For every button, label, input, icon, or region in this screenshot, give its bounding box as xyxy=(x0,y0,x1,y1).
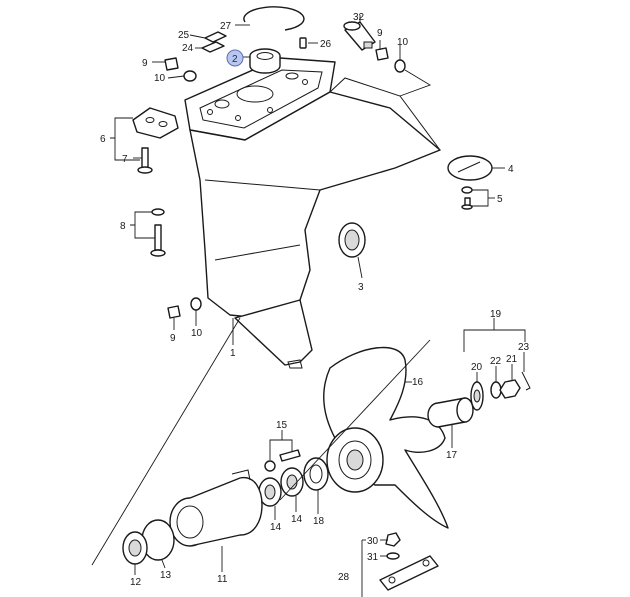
nut-30 xyxy=(385,532,401,547)
callout-4: 4 xyxy=(508,164,514,175)
washer-5 xyxy=(461,186,473,194)
callout-10-top-right: 10 xyxy=(397,37,409,48)
callout-27: 27 xyxy=(220,21,232,32)
callout-1: 1 xyxy=(230,348,236,359)
oil-seal-12 xyxy=(122,531,148,565)
callout-9-top-right: 9 xyxy=(377,28,383,39)
callout-18: 18 xyxy=(313,516,325,527)
washer-15 xyxy=(264,460,276,472)
callout-31: 31 xyxy=(367,552,379,563)
bearing-14-left xyxy=(258,477,282,507)
callout-13: 13 xyxy=(160,570,172,581)
washer-10-top-left xyxy=(183,70,197,82)
oil-seal-3 xyxy=(338,222,366,258)
callout-14-right: 14 xyxy=(291,514,303,525)
bolt-7 xyxy=(137,147,153,174)
callout-17: 17 xyxy=(446,450,458,461)
bolt-8 xyxy=(150,224,166,257)
callout-15: 15 xyxy=(276,420,288,431)
leader-lines xyxy=(91,15,526,597)
key-24 xyxy=(201,41,225,53)
callout-14-left: 14 xyxy=(270,522,282,533)
callout-21: 21 xyxy=(506,354,518,365)
callout-25: 25 xyxy=(178,30,190,41)
callout-10-top-left: 10 xyxy=(154,73,166,84)
callout-9-top-left: 9 xyxy=(142,58,148,69)
bearing-housing-11 xyxy=(169,469,263,547)
anode-4 xyxy=(447,155,493,181)
plug-32 xyxy=(343,21,376,51)
callout-12: 12 xyxy=(130,577,142,588)
callout-26: 26 xyxy=(320,39,332,50)
callout-23: 23 xyxy=(518,342,530,353)
callout-5: 5 xyxy=(497,194,503,205)
callout-19: 19 xyxy=(490,309,502,320)
key-25 xyxy=(204,31,227,43)
bearing-14-right xyxy=(280,467,304,497)
callout-32: 32 xyxy=(353,12,365,23)
callout-6: 6 xyxy=(100,134,106,145)
thrust-washer-18 xyxy=(303,457,329,491)
washer-20 xyxy=(470,381,484,411)
callout-30: 30 xyxy=(367,536,379,547)
callout-28: 28 xyxy=(338,572,350,583)
washer-8 xyxy=(151,208,165,216)
callout-10-lower-left: 10 xyxy=(191,328,203,339)
washer-10-top-right xyxy=(394,59,406,73)
nut-21 xyxy=(499,379,521,399)
callout-2-highlight[interactable]: 2 xyxy=(226,49,244,67)
rubber-mount-6 xyxy=(132,107,179,139)
screw-9-top-right xyxy=(375,47,389,61)
callout-9-lower-left: 9 xyxy=(170,333,176,344)
screw-15 xyxy=(279,449,301,462)
washer-10-lower-left xyxy=(190,297,202,311)
callout-3: 3 xyxy=(358,282,364,293)
callout-2[interactable]: 2 xyxy=(232,54,238,65)
bracket-28 xyxy=(379,555,439,591)
callout-20: 20 xyxy=(471,362,483,373)
callout-7: 7 xyxy=(122,154,128,165)
spacer-17 xyxy=(427,397,474,428)
propeller-16 xyxy=(323,346,449,529)
callout-8: 8 xyxy=(120,221,126,232)
pin-26 xyxy=(299,37,307,49)
screw-9-lower-left xyxy=(167,305,181,319)
callout-11: 11 xyxy=(217,574,228,585)
washer-31 xyxy=(386,552,400,560)
gearcase-housing xyxy=(184,57,441,369)
circlip-27 xyxy=(243,6,305,31)
screw-9-top-left xyxy=(164,57,179,71)
screw-5 xyxy=(461,197,473,210)
callout-24: 24 xyxy=(182,43,194,54)
bearing-2 xyxy=(249,48,281,74)
callout-16: 16 xyxy=(412,377,424,388)
cotter-pin-23 xyxy=(521,371,531,391)
callout-labels: 27 25 24 2 26 32 9 10 9 10 6 7 8 9 10 1 … xyxy=(100,12,530,588)
callout-22: 22 xyxy=(490,356,502,367)
